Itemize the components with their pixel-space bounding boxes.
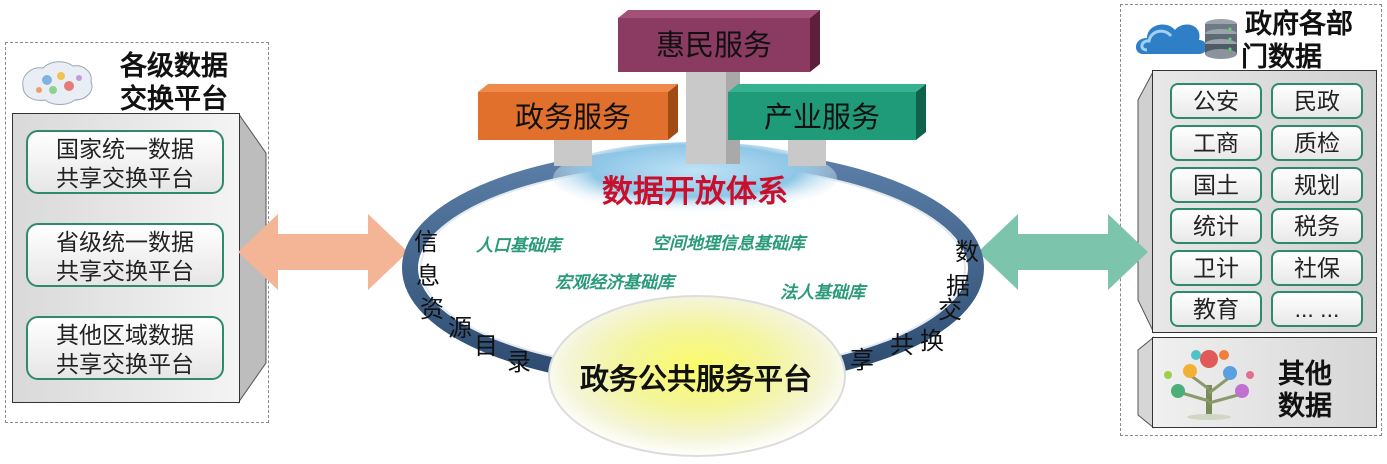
ring-char: 共 (890, 332, 914, 359)
dept-land-resources[interactable]: 国土 (1170, 167, 1262, 203)
service-pillars (478, 10, 926, 166)
card-line: 共享交换平台 (56, 165, 194, 191)
china-map-icon (22, 61, 93, 105)
service-right-label[interactable]: 产业服务 (763, 102, 880, 134)
public-service-platform-title: 政务公共服务平台 (579, 364, 812, 396)
dept-industry-commerce[interactable]: 工商 (1170, 125, 1262, 161)
card-line: 省级统一数据 (56, 229, 194, 255)
ring-char: 信 (414, 229, 438, 256)
card-line: 共享交换平台 (56, 351, 194, 377)
dept-social-security[interactable]: 社保 (1271, 250, 1363, 286)
ring-char: 源 (448, 315, 472, 342)
card-line: 国家统一数据 (56, 136, 194, 162)
other-data-label: 其他 数据 (1278, 359, 1332, 421)
open-system-title: 数据开放体系 (602, 174, 788, 209)
right-double-arrow (978, 214, 1148, 290)
right-panel-bevel (1137, 70, 1154, 429)
dept-civil-affairs[interactable]: 民政 (1271, 83, 1363, 119)
dept-quality-inspection[interactable]: 质检 (1271, 125, 1363, 161)
db-geospatial: 空间地理信息基础库 (652, 234, 805, 253)
ring-char: 息 (416, 263, 440, 290)
open-system-glow (553, 142, 837, 214)
cloud-database-icon (1135, 19, 1237, 59)
dept-health[interactable]: 卫计 (1170, 250, 1262, 286)
other-region-platform-card[interactable]: 其他区域数据 共享交换平台 (26, 316, 224, 380)
service-left-label[interactable]: 政务服务 (514, 102, 631, 134)
left-panel-title: 各级数据 交换平台 (120, 51, 228, 114)
db-macroeconomic: 宏观经济基础库 (555, 273, 674, 292)
other-data-frame (1152, 337, 1377, 428)
dept-education[interactable]: 教育 (1170, 291, 1262, 327)
left-double-arrow (238, 214, 408, 290)
db-legal-entity: 法人基础库 (780, 283, 865, 302)
right-panel-border (1120, 4, 1382, 436)
national-platform-card[interactable]: 国家统一数据 共享交换平台 (26, 130, 224, 194)
dept-taxation[interactable]: 税务 (1271, 208, 1363, 244)
card-line: 其他区域数据 (56, 322, 194, 348)
service-top-label[interactable]: 惠民服务 (655, 30, 772, 62)
provincial-platform-card[interactable]: 省级统一数据 共享交换平台 (26, 223, 224, 287)
dept-planning[interactable]: 规划 (1271, 167, 1363, 203)
right-panel-title: 政府各部 门数据 (1241, 9, 1353, 72)
dept-statistics[interactable]: 统计 (1170, 208, 1262, 244)
data-tree-icon (1164, 350, 1254, 420)
dept-more[interactable]: ... ... (1271, 291, 1363, 327)
ring-char: 据 (946, 273, 970, 300)
ring-char: 目 (474, 333, 498, 360)
ring-char: 交 (938, 297, 962, 324)
ring-char: 录 (507, 349, 531, 376)
ring-char: 资 (420, 296, 444, 323)
platform-glow (548, 295, 846, 457)
ring-char: 换 (920, 328, 944, 355)
dept-public-security[interactable]: 公安 (1170, 83, 1262, 119)
db-population: 人口基础库 (476, 236, 561, 255)
ring-char: 享 (850, 347, 874, 374)
ring-char: 数 (955, 239, 979, 266)
card-line: 共享交换平台 (56, 258, 194, 284)
